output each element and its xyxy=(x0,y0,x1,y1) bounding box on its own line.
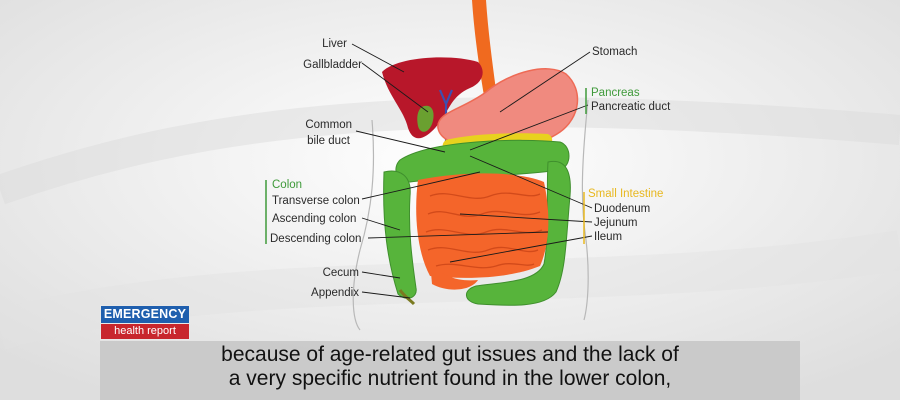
label-common-bile-duct-line1: Common xyxy=(305,119,352,131)
label-transverse-colon: Transverse colon xyxy=(272,195,360,207)
label-gallbladder: Gallbladder xyxy=(303,59,362,71)
label-small-intestine: Small Intestine xyxy=(588,188,663,200)
label-ascending-colon: Ascending colon xyxy=(272,213,356,225)
label-pancreatic-duct: Pancreatic duct xyxy=(591,101,671,113)
label-colon: Colon xyxy=(272,179,302,191)
subtitle-line-1: because of age-related gut issues and th… xyxy=(221,343,679,366)
label-jejunum: Jejunum xyxy=(594,217,637,229)
label-cecum: Cecum xyxy=(323,267,359,279)
subtitle-bar xyxy=(100,341,800,400)
small-intestine xyxy=(416,173,549,290)
esophagus xyxy=(472,0,496,96)
liver xyxy=(382,57,483,139)
subtitle-text: because of age-related gut issues and th… xyxy=(100,343,800,391)
label-liver: Liver xyxy=(322,38,347,50)
body-outline xyxy=(352,99,589,331)
badge-title: EMERGENCY xyxy=(100,305,190,324)
leader-lines xyxy=(351,43,593,299)
label-appendix: Appendix xyxy=(311,287,359,299)
label-stomach: Stomach xyxy=(592,46,637,58)
label-descending-colon: Descending colon xyxy=(270,233,361,245)
label-pancreas: Pancreas xyxy=(591,87,640,99)
news-badge: EMERGENCY health report xyxy=(100,305,190,340)
label-ileum: Ileum xyxy=(594,231,622,243)
label-common-bile-duct-line2: bile duct xyxy=(307,135,351,147)
gallbladder xyxy=(417,105,434,132)
subtitle-line-2: a very specific nutrient found in the lo… xyxy=(228,367,672,390)
label-duodenum: Duodenum xyxy=(594,203,650,215)
badge-subtitle: health report xyxy=(100,324,190,340)
